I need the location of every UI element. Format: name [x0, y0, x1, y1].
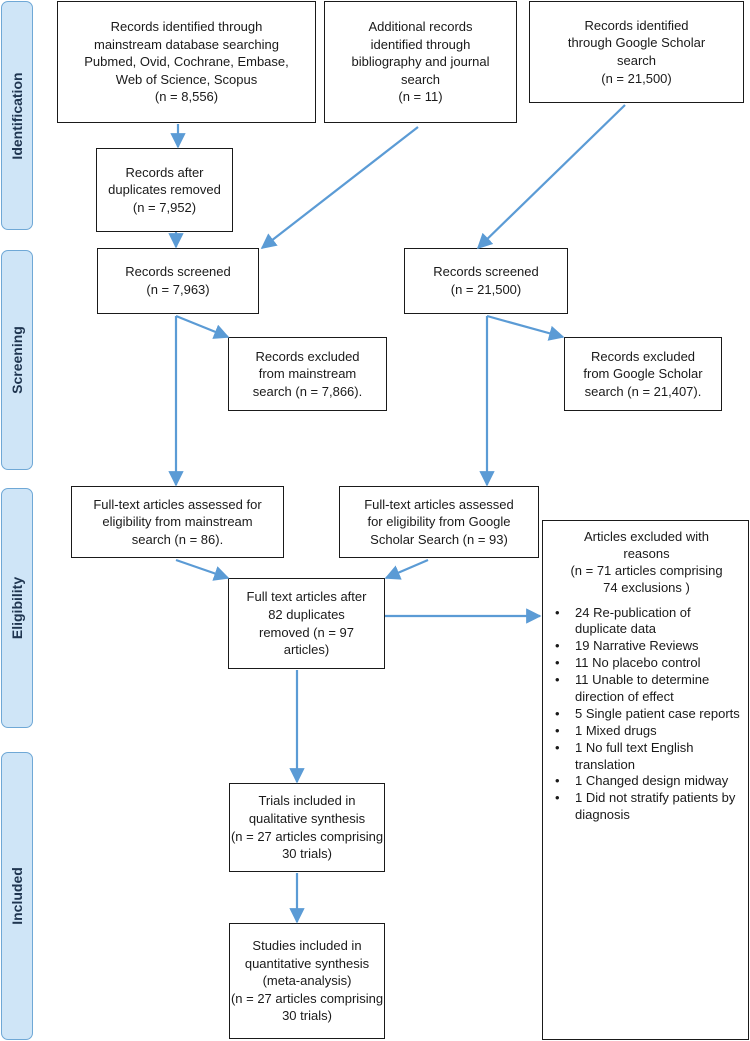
box-text-line: Web of Science, Scopus — [115, 71, 258, 87]
arrow — [175, 314, 230, 339]
excluded-reason-item: 11 Unable to determine direction of effe… — [553, 672, 740, 706]
box-text-line: qualitative synthesis — [248, 810, 366, 826]
stage-identification: Identification — [1, 1, 33, 230]
box-text-line: reasons — [623, 545, 670, 561]
box-text-line: (n = 21,500) — [601, 70, 672, 86]
arrow — [260, 126, 419, 249]
box-text-line: Full-text articles assessed — [364, 496, 514, 512]
box-text-line: through Google Scholar — [567, 35, 706, 51]
box-screened-mainstream: Records screened (n = 7,963) — [97, 248, 259, 314]
box-text-line: removed (n = 97 — [258, 624, 355, 640]
box-text-line: Records excluded — [255, 348, 360, 364]
stage-eligibility: Eligibility — [1, 488, 33, 728]
excluded-reasons-list: 24 Re-publication of duplicate data19 Na… — [553, 605, 740, 825]
box-text-line: (meta-analysis) — [262, 973, 352, 989]
excluded-reason-item: 5 Single patient case reports — [553, 706, 740, 723]
box-text-line: (n = 27 articles comprising — [230, 828, 384, 844]
box-text-line: (n = 11) — [398, 89, 443, 105]
box-text-line: (n = 71 articles comprising — [570, 562, 723, 578]
box-text-line: from Google Scholar — [583, 366, 703, 382]
box-text-line: mainstream database searching — [94, 36, 279, 52]
box-text-line: (n = 8,556) — [154, 89, 219, 105]
box-text-line: Full-text articles assessed for — [93, 496, 262, 512]
arrow — [384, 558, 429, 580]
box-text-line: bibliography and journal — [351, 54, 490, 70]
arrow — [175, 558, 230, 581]
box-identified-scholar: Records identified through Google Scholar… — [529, 1, 744, 103]
box-text-line: 82 duplicates — [268, 606, 345, 622]
box-text-line: for eligibility from Google — [367, 514, 511, 530]
arrow — [476, 104, 626, 250]
box-text-line: quantitative synthesis — [244, 955, 370, 971]
box-text-line: 30 trials) — [282, 846, 332, 862]
box-text-line: Records after — [125, 164, 204, 180]
box-text-line: Records excluded — [590, 348, 696, 364]
stage-included: Included — [1, 752, 33, 1040]
box-duplicates-removed: Records after duplicates removed(n = 7,95… — [96, 148, 233, 232]
box-text-line: Pubmed, Ovid, Cochrane, Embase, — [84, 54, 289, 70]
excluded-reason-item: 1 Mixed drugs — [553, 723, 740, 740]
box-text-line: (n = 7,963) — [146, 282, 210, 297]
excluded-reason-item: 1 No full text English translation — [553, 740, 740, 774]
box-text-line: eligibility from mainstream — [102, 514, 253, 530]
excluded-reason-item: 1 Did not stratify patients by diagnosis — [553, 790, 740, 824]
box-text-line: search — [616, 53, 657, 68]
box-text-line: Articles excluded with — [584, 529, 709, 544]
box-text-line: Full text articles after — [246, 589, 367, 605]
box-text-line: (n = 27 articles comprising — [230, 990, 384, 1006]
box-text-line: Studies included in — [252, 938, 362, 954]
box-text-line: 30 trials) — [282, 1008, 332, 1024]
box-text-line: Scholar Search (n = 93) — [370, 531, 508, 547]
stage-screening: Screening — [1, 250, 33, 470]
box-text-line: search (n = 21,407). — [584, 383, 702, 399]
arrow — [486, 314, 565, 341]
box-text-line: (n = 7,952) — [132, 199, 197, 215]
box-text-line: search (n = 7,866). — [252, 383, 363, 399]
excluded-reason-item: 11 No placebo control — [553, 655, 740, 672]
box-text-line: Additional records — [368, 19, 473, 35]
excluded-reason-item: 19 Narrative Reviews — [553, 638, 740, 655]
box-text-line: articles) — [283, 642, 330, 658]
box-text-line: from mainstream — [258, 366, 357, 382]
box-text-line: Trials included in — [258, 793, 356, 809]
box-text-line: (n = 21,500) — [450, 282, 522, 297]
box-text-line: duplicates removed — [108, 182, 221, 198]
box-text-line: Records identified — [584, 17, 689, 33]
box-text-line: search (n = 86). — [131, 531, 224, 547]
box-fulltext-scholar: Full-text articles assessed for eligibili… — [339, 486, 539, 558]
box-text-line: Records identified through — [110, 19, 263, 35]
box-text-line: identified through — [370, 36, 471, 52]
box-screened-scholar: Records screened (n = 21,500) — [404, 248, 568, 314]
box-text-line: 74 exclusions ) — [603, 579, 690, 595]
excluded-reason-item: 1 Changed design midway — [553, 773, 740, 790]
box-text-line: Records screened — [125, 264, 231, 280]
box-fulltext-mainstream: Full-text articles assessed for eligibili… — [71, 486, 284, 558]
box-text-line: Records screened — [433, 264, 539, 280]
box-text-line: search — [400, 71, 441, 87]
excluded-reason-item: 24 Re-publication of duplicate data — [553, 605, 740, 639]
